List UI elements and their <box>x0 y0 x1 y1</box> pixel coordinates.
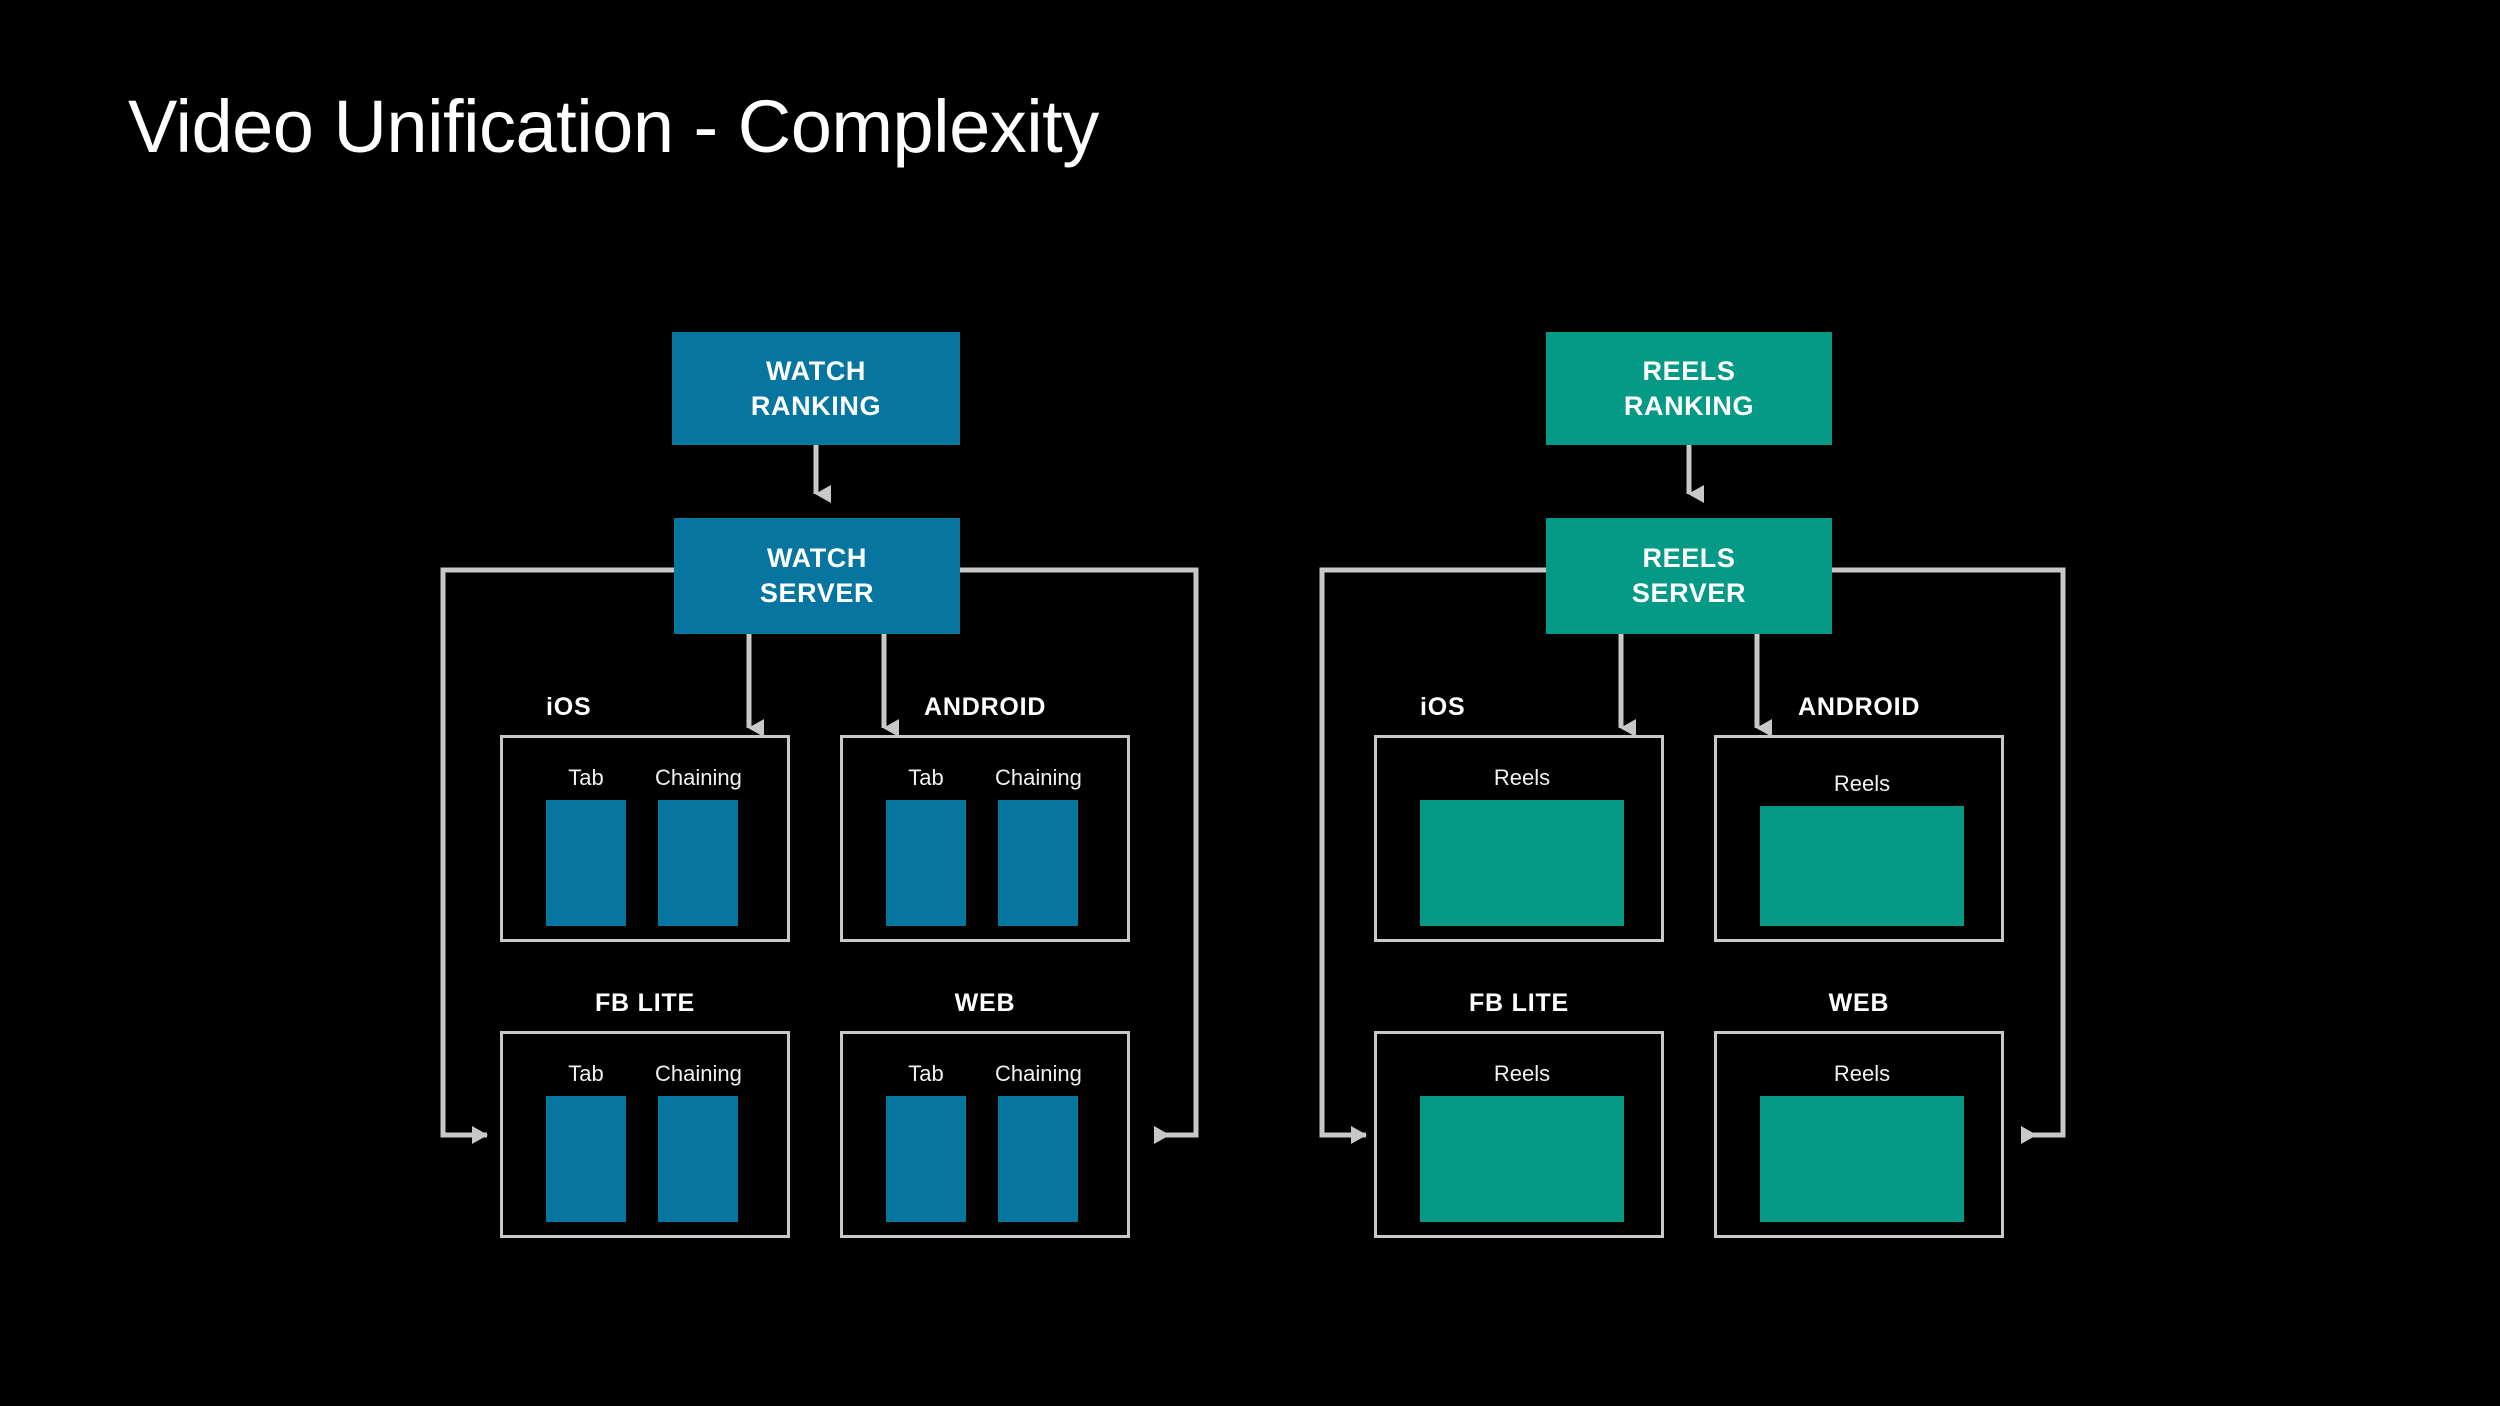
watch-server-line1: WATCH <box>767 543 867 574</box>
platform-reels-android: ANDROID Reels <box>1714 693 2004 942</box>
slot-watch-ios-tab-rect <box>546 800 626 926</box>
slot-reels-ios-reels[interactable]: Reels <box>1420 767 1624 926</box>
slot-watch-fblite-chaining-rect <box>658 1096 739 1222</box>
slot-reels-ios-reels-label: Reels <box>1493 765 1551 790</box>
platform-reels-web: WEB Reels <box>1714 989 2004 1238</box>
reels-ranking-line2: RANKING <box>1623 390 1755 421</box>
slot-watch-web-chaining[interactable]: Chaining <box>995 1063 1082 1222</box>
platform-watch-fblite-label: FB LITE <box>594 989 696 1017</box>
platform-watch-fblite: FB LITE Tab Chaining <box>500 989 790 1238</box>
platform-reels-ios: iOS Reels <box>1374 693 1664 942</box>
slot-watch-web-tab[interactable]: Tab <box>886 1063 966 1222</box>
slot-reels-web-reels[interactable]: Reels <box>1760 1063 1964 1222</box>
slot-watch-fblite-tab-rect <box>546 1096 626 1222</box>
slot-reels-fblite-reels[interactable]: Reels <box>1420 1063 1624 1222</box>
platform-watch-web-frame[interactable] <box>840 1031 1130 1238</box>
watch-server-line2: SERVER <box>759 578 875 608</box>
slot-watch-ios-chaining-rect <box>658 800 739 926</box>
slot-watch-android-chaining[interactable]: Chaining <box>995 767 1082 926</box>
platform-watch-ios-frame[interactable] <box>500 735 790 942</box>
platform-watch-android-label: ANDROID <box>924 693 1047 721</box>
slot-reels-web-reels-rect <box>1760 1096 1964 1222</box>
platform-reels-ios-label: iOS <box>1420 693 1466 721</box>
reels-ranking-box[interactable]: REELS RANKING <box>1546 332 1832 445</box>
platform-reels-fblite-label: FB LITE <box>1468 989 1570 1017</box>
platform-watch-web-label: WEB <box>954 989 1016 1017</box>
slot-watch-ios-chaining-label: Chaining <box>655 765 742 790</box>
reels-server-line1: REELS <box>1642 543 1736 574</box>
slot-reels-android-reels-label: Reels <box>1833 771 1891 796</box>
slot-reels-ios-reels-rect <box>1420 800 1624 926</box>
slot-reels-fblite-reels-label: Reels <box>1493 1061 1551 1086</box>
watch-server-box[interactable]: WATCH SERVER <box>674 518 960 634</box>
slot-watch-web-chaining-label: Chaining <box>995 1061 1082 1086</box>
watch-ranking-line1: WATCH <box>766 355 866 386</box>
watch-ranking-line2: RANKING <box>750 390 882 421</box>
platform-watch-web: WEB Tab Chaining <box>840 989 1130 1238</box>
page-title: Video Unification - Complexity <box>128 85 1099 168</box>
slot-watch-android-tab-rect <box>886 800 966 926</box>
platform-watch-android: ANDROID Tab Chaining <box>840 693 1130 942</box>
slot-watch-web-tab-rect <box>886 1096 966 1222</box>
slot-reels-fblite-reels-rect <box>1420 1096 1624 1222</box>
slot-watch-fblite-chaining[interactable]: Chaining <box>655 1063 742 1222</box>
slot-reels-android-reels-rect <box>1760 806 1964 926</box>
platform-reels-fblite: FB LITE Reels <box>1374 989 1664 1238</box>
slot-watch-android-chaining-rect <box>998 800 1079 926</box>
slot-reels-web-reels-label: Reels <box>1833 1061 1891 1086</box>
slot-watch-ios-tab[interactable]: Tab <box>546 767 626 926</box>
platform-reels-web-label: WEB <box>1828 989 1890 1017</box>
reels-server-box[interactable]: REELS SERVER <box>1546 518 1832 634</box>
slot-watch-web-chaining-rect <box>998 1096 1079 1222</box>
slot-watch-fblite-tab[interactable]: Tab <box>546 1063 626 1222</box>
slot-watch-android-chaining-label: Chaining <box>995 765 1082 790</box>
reels-server-line2: SERVER <box>1631 578 1747 608</box>
slot-watch-fblite-chaining-label: Chaining <box>655 1061 742 1086</box>
slot-watch-android-tab[interactable]: Tab <box>886 767 966 926</box>
slot-watch-android-tab-label: Tab <box>908 765 944 790</box>
platform-watch-fblite-frame[interactable] <box>500 1031 790 1238</box>
platform-watch-ios: iOS Tab Chaining <box>500 693 790 942</box>
slot-watch-ios-chaining[interactable]: Chaining <box>655 767 742 926</box>
platform-watch-ios-label: iOS <box>546 693 592 721</box>
slot-reels-android-reels[interactable]: Reels <box>1760 773 1964 926</box>
slot-watch-fblite-tab-label: Tab <box>568 1061 604 1086</box>
platform-watch-android-frame[interactable] <box>840 735 1130 942</box>
watch-ranking-box[interactable]: WATCH RANKING <box>672 332 960 445</box>
slot-watch-web-tab-label: Tab <box>908 1061 944 1086</box>
platform-reels-android-label: ANDROID <box>1798 693 1921 721</box>
slot-watch-ios-tab-label: Tab <box>568 765 604 790</box>
reels-ranking-line1: REELS <box>1642 355 1736 386</box>
